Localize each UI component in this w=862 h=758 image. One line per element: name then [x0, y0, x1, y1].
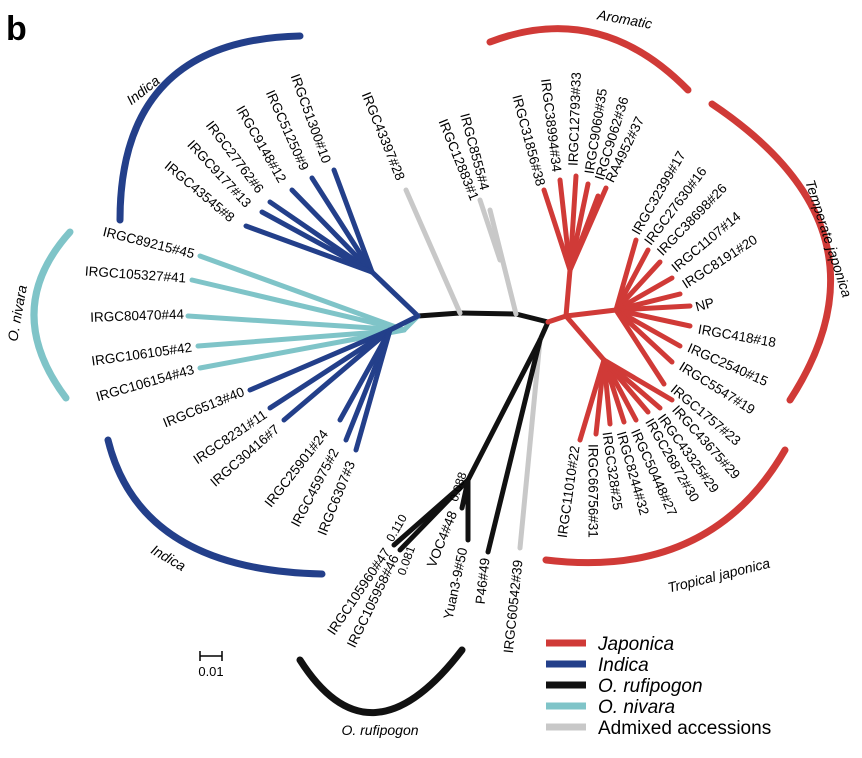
legend-label: O. nivara [598, 697, 675, 718]
tree-branch [613, 307, 667, 387]
arc-indica-top [116, 32, 304, 224]
legend-label: Japonica [597, 634, 674, 655]
leaf-label: IRGC418#18 [697, 322, 777, 350]
tree-branch [613, 247, 651, 313]
rufipogon-branch [465, 337, 543, 483]
tree-branch [247, 327, 393, 393]
japonica-branch [563, 267, 573, 319]
leaf-label: IRGC60542#39 [501, 559, 526, 654]
leaf-label: IRGC66756#31 [585, 444, 600, 538]
indica-branch [387, 313, 421, 333]
indica-branch [369, 269, 421, 319]
leaf-label: IRGC106154#43 [94, 362, 196, 404]
admixed-branch [403, 187, 463, 316]
tree-branch [185, 313, 407, 333]
leaf-label: P46#49 [473, 557, 493, 605]
clade-label: Tropical japonica [666, 555, 772, 596]
clade-label: O. nivara [4, 284, 30, 343]
leaf-label: IRGC43397#28 [359, 90, 408, 183]
arc-o-nivara [30, 228, 74, 402]
legend-label: O. rufipogon [598, 676, 703, 697]
tree-branch [353, 327, 393, 453]
tree-branch [601, 357, 675, 403]
tree-branch [613, 237, 639, 313]
legend-label: Indica [598, 655, 649, 676]
bootstrap-value: 0.110 [383, 512, 410, 545]
arc-indica-bottom [104, 436, 326, 578]
tree-branch [243, 223, 375, 275]
arc-tropical-japonica [542, 446, 789, 567]
backbone-branch [457, 310, 519, 317]
legend-label: Admixed accessions [598, 718, 771, 739]
tree-branch [613, 307, 683, 349]
tree-branch [289, 187, 375, 275]
leaf-label: IRGC106105#42 [90, 340, 192, 369]
japonica-branch [545, 313, 569, 325]
leaf-label: NP [694, 295, 716, 314]
tree-branch [541, 187, 573, 273]
tree-branch [613, 259, 663, 313]
tree-branch [195, 327, 407, 349]
japonica-branch [563, 307, 619, 319]
backbone-branch [513, 311, 551, 325]
panel-label: b [6, 10, 27, 48]
leaf-label: IRGC80470#44 [90, 307, 185, 325]
backbone-branch [415, 310, 463, 319]
tree-branch [577, 357, 607, 443]
tree-branch [485, 337, 543, 555]
admixed-branch [517, 337, 543, 551]
tree-branch [557, 177, 573, 273]
leaf-label: IRGC89215#45 [101, 224, 196, 261]
arc-aromatic [486, 25, 692, 94]
tree-branch [613, 307, 675, 365]
tree-branch [309, 175, 375, 275]
backbone-branch [537, 319, 551, 343]
tree-branch [281, 327, 393, 423]
tree-branch [331, 167, 375, 275]
clade-label: Aromatic [595, 6, 653, 32]
tree-branch [259, 209, 375, 275]
leaf-label: IRGC105327#41 [84, 264, 186, 286]
leaf-label: Yuan3-9#50 [441, 546, 471, 620]
tree-branch [189, 277, 407, 333]
tree-branch [613, 307, 693, 329]
tree-branch [397, 477, 471, 553]
tree-branch [613, 303, 693, 313]
tree-branch [567, 185, 609, 273]
scale-bar: 0.01 [198, 651, 224, 679]
tree-branch [267, 327, 393, 411]
japonica-branch [563, 313, 607, 363]
leaf-label: IRGC6513#40 [161, 384, 247, 430]
leaf-label: IRGC11010#22 [555, 445, 583, 539]
clade-arcs [30, 25, 834, 716]
arc-o-rufipogon [296, 646, 466, 716]
arc-temperate-japonica [708, 100, 834, 404]
clade-label: O. rufipogon [341, 722, 418, 738]
leaf-label: IRGC12793#33 [566, 72, 584, 166]
tree-branch [197, 253, 407, 333]
admixed-branch [487, 207, 519, 317]
tree-branch [613, 275, 675, 313]
admixed-branch [477, 197, 503, 263]
tree-branches [185, 167, 693, 555]
scale-bar-label: 0.01 [198, 664, 223, 679]
clade-label: Indica [148, 541, 189, 574]
